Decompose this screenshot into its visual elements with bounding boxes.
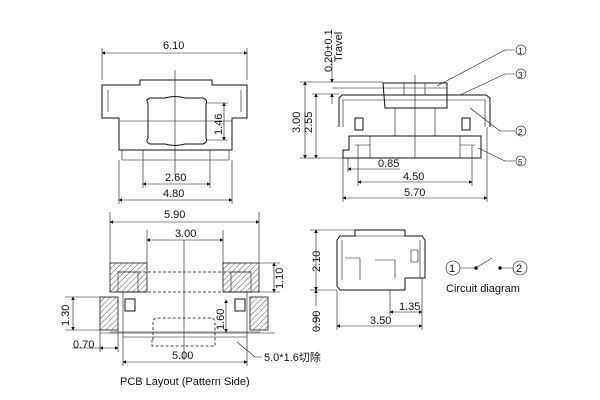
side-view: 3.00 2.55 0.20±0.1 Travel 0.85 4.50 5.70… <box>291 29 527 202</box>
dim-travel-label: Travel <box>333 32 345 62</box>
dim-pcb-pad-width-side: 0.70 <box>73 339 94 351</box>
top-view: 6.10 2.60 4.80 1.46 <box>101 40 248 204</box>
pcb-cutout-note: 5.0*1.6切除 <box>264 350 321 364</box>
dim-side-c: 5.70 <box>404 187 425 199</box>
dim-side-height-total: 3.00 <box>291 112 303 133</box>
circuit-label: Circuit diagram <box>446 283 520 295</box>
svg-text:3: 3 <box>518 71 523 80</box>
svg-text:1: 1 <box>518 47 523 56</box>
dim-top-width-actuator: 2.60 <box>165 172 186 184</box>
dim-front-offset: 1.35 <box>399 301 420 313</box>
callout-1: 1 <box>515 44 527 56</box>
callout-5: 5 <box>515 155 527 167</box>
circuit-pin-2: 2 <box>516 263 522 275</box>
dim-travel-value: 0.20±0.1 <box>323 29 335 72</box>
svg-text:2: 2 <box>518 128 523 137</box>
dim-pcb-span: 5.00 <box>172 350 193 362</box>
dim-pcb-width-total: 5.90 <box>164 209 185 221</box>
circuit-pin-1: 1 <box>449 263 455 275</box>
dim-side-a: 0.85 <box>378 158 399 170</box>
circuit-diagram: 1 2 Circuit diagram <box>445 257 528 295</box>
dim-top-width-base: 4.80 <box>163 188 184 200</box>
dim-top-width-total: 6.10 <box>163 40 184 52</box>
callout-3: 3 <box>515 68 527 80</box>
dim-pcb-pad-height-top: 1.10 <box>274 268 286 289</box>
dim-pcb-pad-height-side: 1.30 <box>60 305 72 326</box>
dim-front-height-body: 2.10 <box>311 251 323 272</box>
dim-pcb-spacing: 1.60 <box>215 309 227 330</box>
pcb-layout-title: PCB Layout (Pattern Side) <box>120 376 250 388</box>
dim-pcb-width-inner: 3.00 <box>175 228 196 240</box>
dim-front-height-base: 0.90 <box>311 311 323 332</box>
dim-side-height-body: 2.55 <box>303 112 315 133</box>
pcb-layout: 0.70 5.90 3.00 1.10 1.30 1.60 5.00 5.0*1… <box>60 209 321 388</box>
dim-side-b: 4.50 <box>403 171 424 183</box>
dim-top-height-actuator: 1.46 <box>213 114 225 135</box>
dim-front-width: 3.50 <box>370 315 391 327</box>
callout-2: 2 <box>515 125 527 137</box>
svg-text:5: 5 <box>518 158 523 167</box>
front-view: 2.10 0.90 1.35 3.50 <box>310 229 426 332</box>
